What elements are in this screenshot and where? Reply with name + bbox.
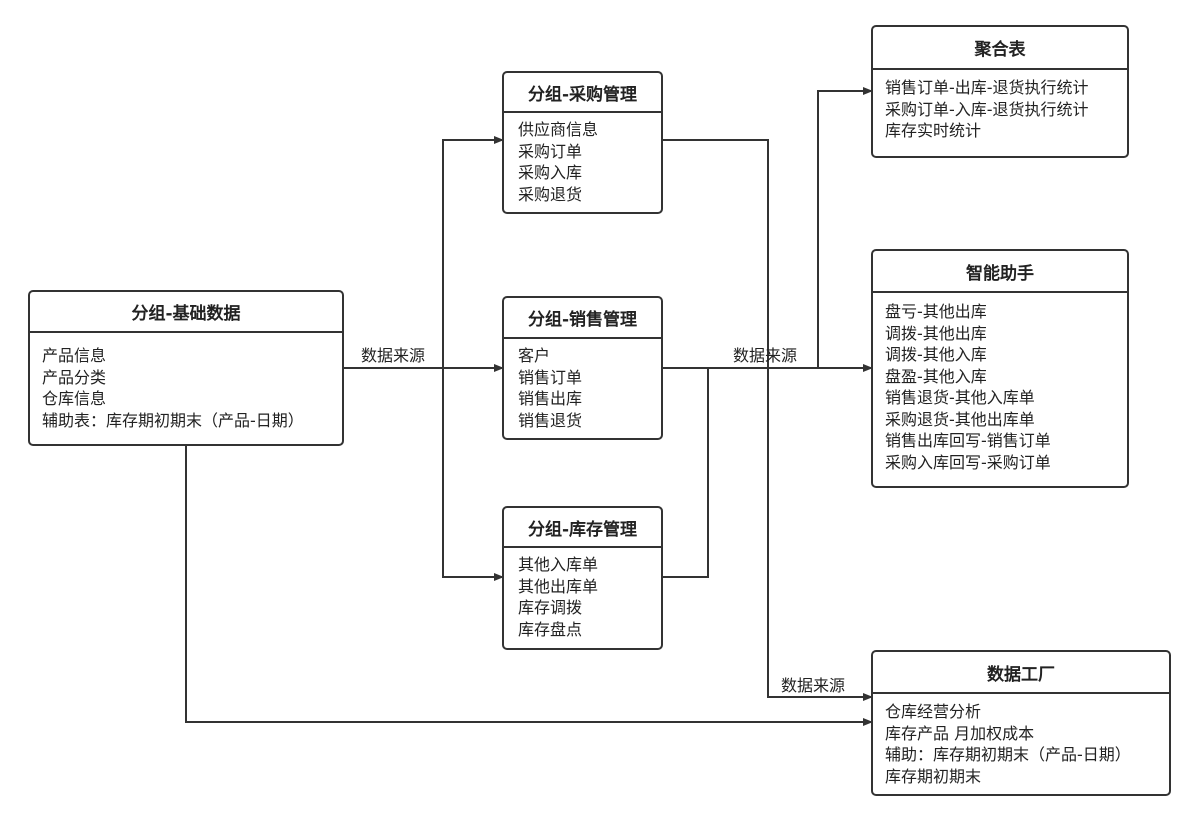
- list-item: 销售出库回写-销售订单: [885, 431, 1051, 450]
- list-item: 辅助表：库存期初期末（产品-日期）: [42, 410, 304, 430]
- box-sales: 分组-销售管理 客户 销售订单 销售出库 销售退货: [502, 296, 663, 440]
- box-purchase: 分组-采购管理 供应商信息 采购订单 采购入库 采购退货: [502, 71, 663, 214]
- list-item: 供应商信息: [518, 120, 599, 139]
- list-item: 调拨-其他入库: [885, 345, 987, 364]
- list-item: 采购入库: [518, 163, 583, 182]
- box-items: 供应商信息 采购订单 采购入库 采购退货: [504, 113, 661, 205]
- list-item: 销售订单: [518, 367, 583, 387]
- box-title: 分组-库存管理: [504, 508, 661, 548]
- edge-to-aggregate: [817, 87, 873, 368]
- edge-to-purchase: [442, 136, 504, 368]
- box-data-factory: 数据工厂 仓库经营分析 库存产品 月加权成本 辅助：库存期初期末（产品-日期） …: [871, 650, 1171, 796]
- box-title: 分组-采购管理: [504, 73, 661, 113]
- box-base-data: 分组-基础数据 产品信息 产品分类 仓库信息 辅助表：库存期初期末（产品-日期）: [28, 290, 344, 446]
- list-item: 采购退货: [518, 184, 583, 204]
- list-item: 辅助：库存期初期末（产品-日期）: [885, 745, 1131, 764]
- list-item: 客户: [518, 346, 551, 365]
- box-items: 产品信息 产品分类 仓库信息 辅助表：库存期初期末（产品-日期）: [30, 333, 342, 431]
- list-item: 仓库信息: [42, 389, 107, 408]
- list-item: 盘盈-其他入库: [885, 366, 987, 386]
- list-item: 产品信息: [42, 346, 107, 365]
- box-title: 智能助手: [873, 251, 1127, 293]
- list-item: 库存期初期末: [885, 766, 982, 786]
- box-inventory: 分组-库存管理 其他入库单 其他出库单 库存调拨 库存盘点: [502, 506, 663, 650]
- edge-inventory-out: [662, 368, 709, 578]
- list-item: 调拨-其他出库: [885, 323, 987, 343]
- box-aggregate: 聚合表 销售订单-出库-退货执行统计 采购订单-入库-退货执行统计 库存实时统计: [871, 25, 1129, 158]
- list-item: 采购订单-入库-退货执行统计: [885, 99, 1089, 119]
- list-item: 产品分类: [42, 367, 107, 387]
- list-item: 库存产品 月加权成本: [885, 723, 1035, 743]
- list-item: 采购订单: [518, 141, 583, 161]
- box-items: 盘亏-其他出库 调拨-其他出库 调拨-其他入库 盘盈-其他入库 销售退货-其他入…: [873, 293, 1127, 473]
- edge-purchase-to-factory: [662, 139, 873, 701]
- box-items: 客户 销售订单 销售出库 销售退货: [504, 339, 661, 431]
- list-item: 销售退货-其他入库单: [885, 388, 1035, 407]
- list-item: 销售出库: [518, 389, 583, 408]
- list-item: 盘亏-其他出库: [885, 302, 987, 321]
- list-item: 采购退货-其他出库单: [885, 409, 1035, 429]
- box-title: 分组-销售管理: [504, 298, 661, 339]
- list-item: 采购入库回写-采购订单: [885, 452, 1051, 472]
- edge-base-to-factory: [185, 446, 873, 726]
- box-title: 聚合表: [873, 27, 1127, 70]
- box-items: 其他入库单 其他出库单 库存调拨 库存盘点: [504, 548, 661, 640]
- list-item: 库存实时统计: [885, 121, 982, 140]
- edge-to-inventory: [442, 368, 504, 581]
- list-item: 仓库经营分析: [885, 702, 982, 721]
- box-assistant: 智能助手 盘亏-其他出库 调拨-其他出库 调拨-其他入库 盘盈-其他入库 销售退…: [871, 249, 1129, 488]
- box-items: 仓库经营分析 库存产品 月加权成本 辅助：库存期初期末（产品-日期） 库存期初期…: [873, 694, 1169, 787]
- label-data-source-left: 数据来源: [361, 342, 426, 366]
- list-item: 销售退货: [518, 410, 583, 430]
- list-item: 库存调拨: [518, 598, 583, 617]
- box-title: 分组-基础数据: [30, 292, 342, 333]
- label-data-source-mid: 数据来源: [733, 346, 798, 365]
- label-data-source-bottom: 数据来源: [781, 676, 846, 695]
- box-items: 销售订单-出库-退货执行统计 采购订单-入库-退货执行统计 库存实时统计: [873, 70, 1127, 142]
- box-title: 数据工厂: [873, 652, 1169, 694]
- list-item: 其他入库单: [518, 555, 599, 574]
- list-item: 其他出库单: [518, 576, 599, 596]
- list-item: 库存盘点: [518, 619, 583, 639]
- list-item: 销售订单-出库-退货执行统计: [885, 78, 1089, 97]
